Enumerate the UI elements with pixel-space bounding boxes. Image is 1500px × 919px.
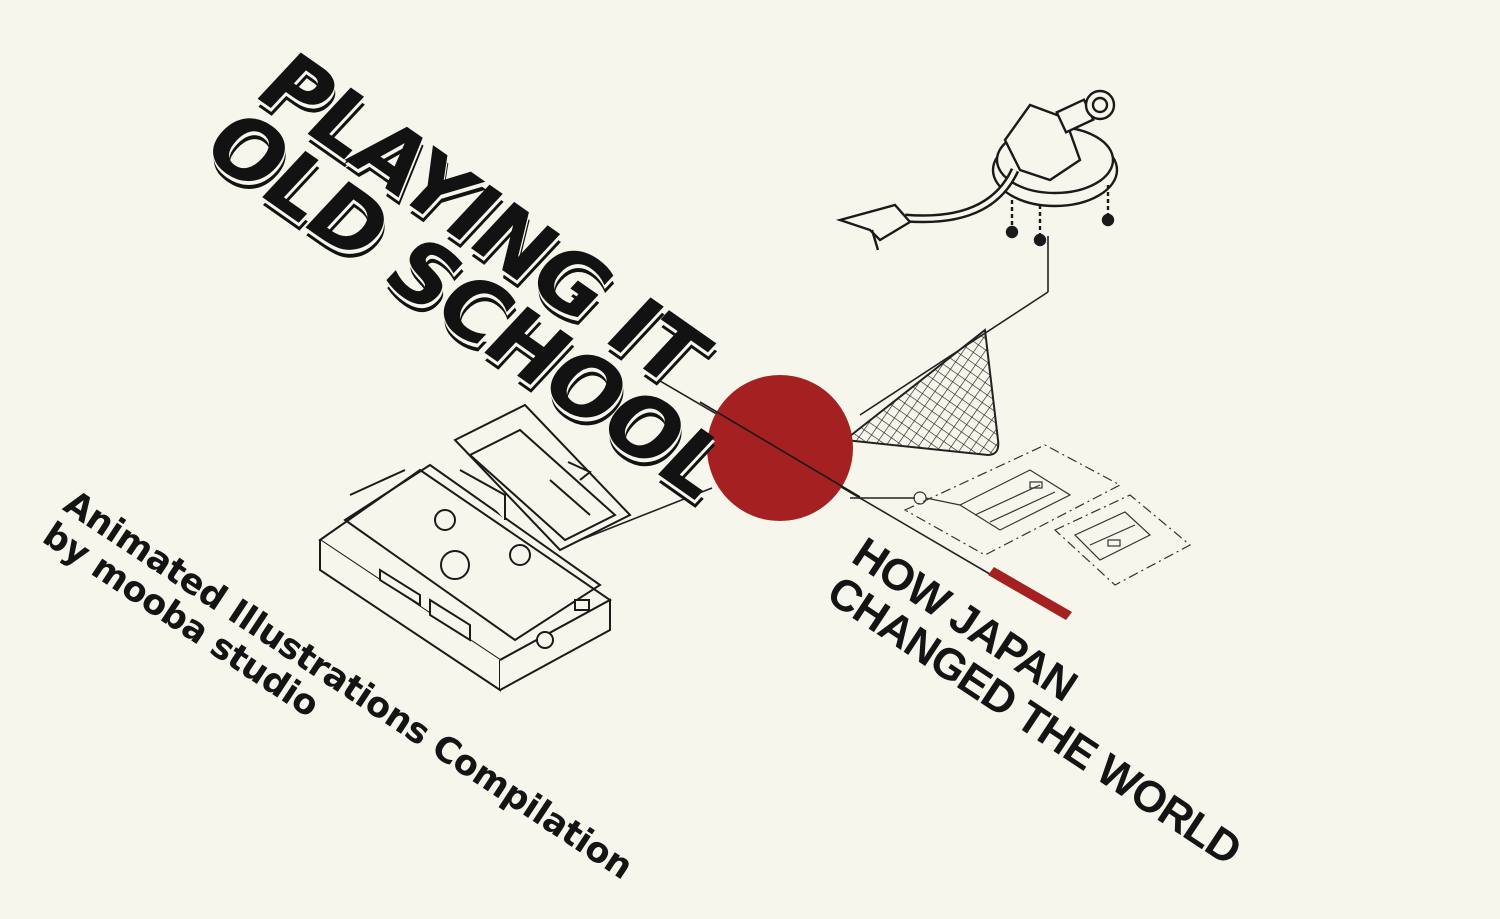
circuit-schematic-illustration bbox=[903, 444, 1192, 586]
turntable-tonearm-illustration bbox=[835, 89, 1119, 251]
illustration-layer bbox=[318, 89, 1192, 692]
cassette-deck-illustration bbox=[318, 403, 632, 692]
red-bar-accent bbox=[988, 567, 1072, 620]
title-card: PLAYING IT OLD SCHOOL Animated Illustrat… bbox=[36, 36, 1250, 888]
speaker-grille-illustration bbox=[842, 328, 1000, 457]
red-sun-circle bbox=[707, 375, 853, 521]
